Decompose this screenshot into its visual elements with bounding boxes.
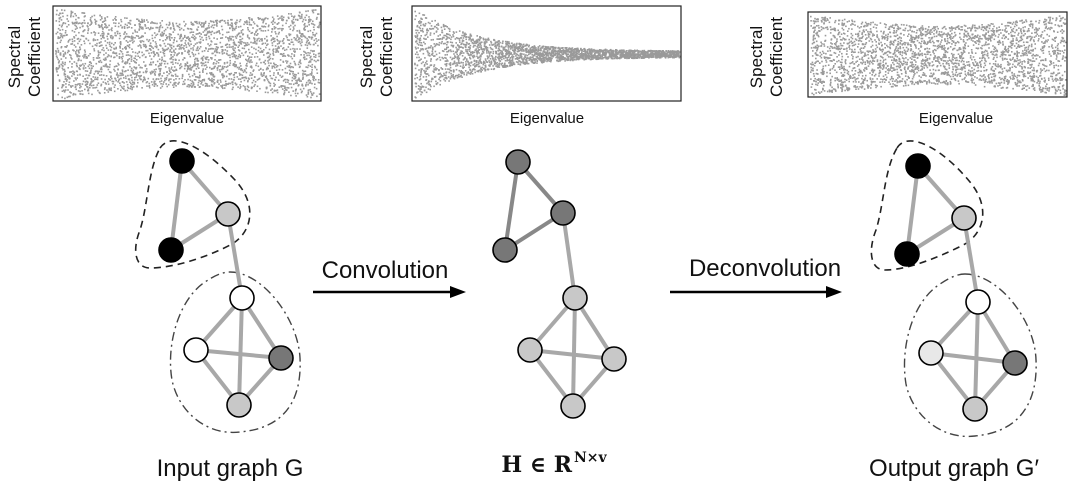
graph-node [905,153,931,179]
graph-edge [973,301,980,410]
graph-node [268,345,294,371]
graph-edge [930,351,1016,365]
spectrum-scatter [414,10,681,99]
hidden-graph: H ∈ R N×v [492,149,627,478]
graph-edge [905,165,920,255]
graph-node [601,346,627,372]
graph-edge [529,348,615,361]
graph-node [492,237,518,263]
cluster-outline-dashed [870,140,984,271]
cluster-outline-dashdot [903,273,1037,438]
graph-edge [571,297,577,407]
spectrum-ylabel-line1: Spectral [747,26,766,88]
graph-node [169,148,195,174]
spectrum-panel-hidden: Spectral Coefficient Eigenvalue [357,5,682,127]
spectrum-xlabel: Eigenvalue [510,110,584,127]
graph-node [517,337,543,363]
graph-node [158,237,184,263]
graph-node [1002,350,1028,376]
graph-edge [226,213,244,299]
spectrum-ylabel-line2: Coefficient [767,17,786,97]
cluster-outline-dashed [134,140,251,269]
convolution-arrow: Convolution [313,257,466,298]
spectrum-frame [807,11,1068,98]
spectrum-panel-output: Spectral Coefficient Eigenvalue [747,11,1068,127]
deconvolution-label: Deconvolution [689,255,841,282]
graph-node [183,337,209,363]
graph-edge [561,212,577,299]
graph-node [965,289,991,315]
graph-node [962,396,988,422]
spectrum-ylabel-line2: Coefficient [377,17,396,97]
spectrum-frame [52,5,322,102]
graph-node [550,200,576,226]
spectrum-scatter [55,9,321,100]
deconvolution-arrow: Deconvolution [670,255,842,298]
spectrum-xlabel: Eigenvalue [150,110,224,127]
spectrum-ylabel-line2: Coefficient [25,17,44,97]
spectrum-ylabel-line1: Spectral [357,26,376,88]
graph-node [215,201,241,227]
spectrum-ylabel-line1: Spectral [5,26,24,88]
arrow-head [450,286,466,298]
spectrum-xlabel: Eigenvalue [919,110,993,127]
spectrum-panel-input: Spectral Coefficient Eigenvalue [5,5,322,127]
input-graph: Input graph G [134,140,304,482]
graph-node [894,241,920,267]
graph-edge [962,217,980,303]
graph-edge [503,161,520,251]
output-graph: Output graph G′ [869,140,1039,482]
caption-input-graph: Input graph G [157,455,304,482]
graph-node [226,392,252,418]
arrow-head [826,286,842,298]
caption-hidden-representation: H ∈ R [501,452,572,478]
graph-edge [195,348,282,360]
graph-node [505,149,531,175]
spectrum-frame [411,5,682,102]
convolution-label: Convolution [322,257,449,284]
spectrum-scatter [810,15,1067,96]
caption-hidden-superscript: N×v [574,450,608,466]
graph-node [951,205,977,231]
graph-node [918,340,944,366]
graph-node [229,285,255,311]
graph-edge [169,160,184,251]
graph-node [560,393,586,419]
graph-node [562,285,588,311]
caption-output-graph: Output graph G′ [869,455,1039,482]
graph-edge [237,297,244,406]
